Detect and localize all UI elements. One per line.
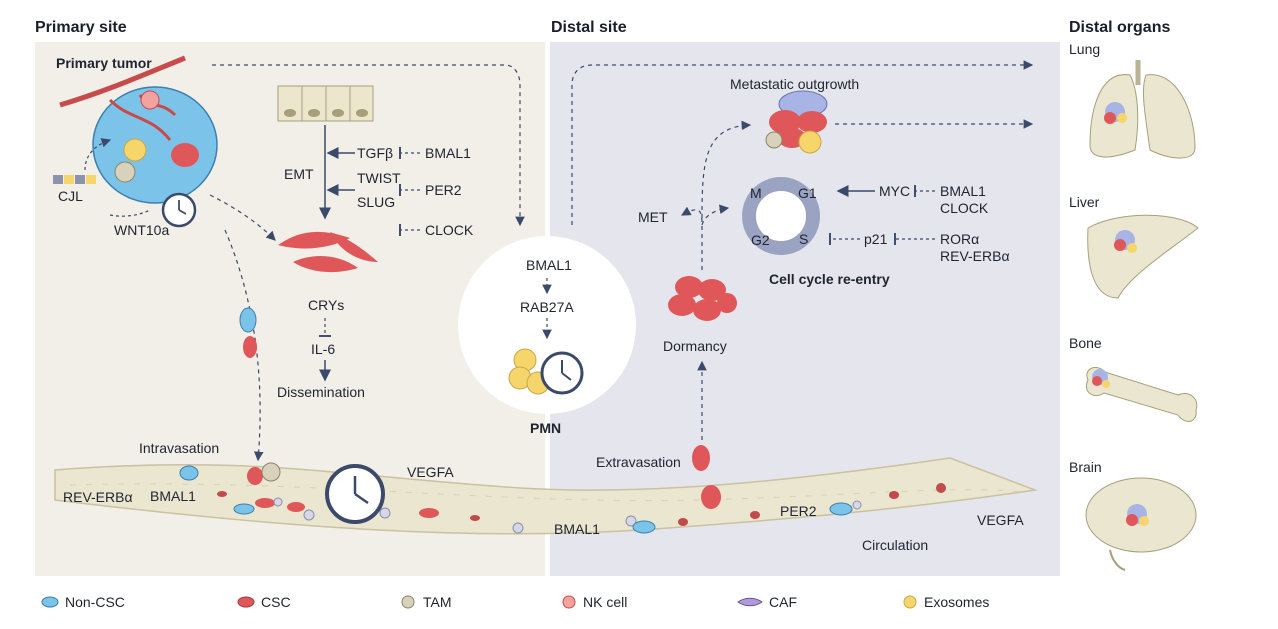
phase-m-label: M xyxy=(750,185,762,201)
distal-organs-header: Distal organs xyxy=(1069,19,1171,36)
clock-emt-label: CLOCK xyxy=(425,222,474,238)
legend-item-csc: CSC xyxy=(237,594,291,610)
tam-icon xyxy=(401,595,415,609)
cell-cycle-reentry-label: Cell cycle re-entry xyxy=(769,271,890,287)
emt-label: EMT xyxy=(284,166,314,182)
vessel-csc-icon xyxy=(419,508,439,518)
vessel-csc-icon xyxy=(247,467,263,485)
rev-erba-distal-label: REV-ERBα xyxy=(940,248,1010,264)
myc-label: MYC xyxy=(879,183,911,199)
vessel-clock-icon xyxy=(325,464,385,524)
brain-organ xyxy=(1085,477,1197,571)
blood-vessel xyxy=(54,457,1038,535)
rev-erba-primary-label: REV-ERBα xyxy=(63,489,133,505)
liver-label: Liver xyxy=(1069,194,1100,210)
primary-site-header: Primary site xyxy=(35,19,127,36)
crys-label: CRYs xyxy=(308,297,345,313)
brain-label: Brain xyxy=(1069,459,1102,475)
primary-tumor-illustration xyxy=(53,55,218,228)
bmal1-cycle-label: BMAL1 xyxy=(940,183,986,199)
vegfa-primary-label: VEGFA xyxy=(407,464,454,480)
legend-label: TAM xyxy=(423,594,452,610)
met-label: MET xyxy=(638,209,668,225)
rora-label: RORα xyxy=(940,231,980,247)
liver-organ xyxy=(1087,214,1199,299)
vessel-non-csc-icon xyxy=(632,520,656,534)
bmal1-vessel-primary-label: BMAL1 xyxy=(150,488,196,504)
wnt10a-label: WNT10a xyxy=(114,222,170,238)
vessel-csc-icon xyxy=(217,491,227,497)
phase-s-label: S xyxy=(799,231,809,247)
mesenchymal-cells xyxy=(278,231,378,273)
slug-label: SLUG xyxy=(357,194,396,210)
distal-site-header: Distal site xyxy=(551,19,627,36)
nk-cell-icon xyxy=(562,595,576,609)
vessel-non-csc-icon xyxy=(233,503,255,515)
circulation-label: Circulation xyxy=(862,537,929,553)
primary-tumor-label: Primary tumor xyxy=(56,55,152,71)
intravasation-label: Intravasation xyxy=(139,440,220,456)
per2-emt-label: PER2 xyxy=(425,182,462,198)
il6-label: IL-6 xyxy=(311,341,336,357)
clock-cycle-label: CLOCK xyxy=(940,200,989,216)
lung-organ xyxy=(1089,60,1196,159)
csc-icon xyxy=(237,596,255,608)
pmn-rab27a-label: RAB27A xyxy=(520,299,574,315)
caf-icon xyxy=(737,597,763,607)
legend-item-tam: TAM xyxy=(399,594,452,610)
tgfb-label: TGFβ xyxy=(357,145,394,161)
cjl-label: CJL xyxy=(58,188,83,204)
metastatic-outgrowth-cluster xyxy=(765,90,828,154)
pmn-label: PMN xyxy=(530,420,562,436)
metastatic-outgrowth-label: Metastatic outgrowth xyxy=(730,76,860,92)
dissemination-label: Dissemination xyxy=(277,384,365,400)
dormancy-label: Dormancy xyxy=(663,338,727,354)
pmn-clock-icon xyxy=(540,351,584,395)
legend-label: Exosomes xyxy=(924,594,990,610)
legend-item-exosomes: Exosomes xyxy=(902,594,989,610)
legend-item-caf: CAF xyxy=(737,594,797,610)
twist-label: TWIST xyxy=(357,170,401,186)
legend-label: CSC xyxy=(261,594,291,610)
non-csc-icon xyxy=(41,596,59,608)
legend-label: Non-CSC xyxy=(65,594,125,610)
vessel-cells xyxy=(179,462,946,534)
pmn-bmal1-label: BMAL1 xyxy=(526,257,572,273)
legend-label: NK cell xyxy=(583,594,628,610)
bone-label: Bone xyxy=(1069,335,1102,351)
vessel-csc-icon xyxy=(701,485,721,509)
nk-cell-icon xyxy=(140,90,160,110)
p21-label: p21 xyxy=(864,231,888,247)
exosome-icon xyxy=(903,595,917,609)
legend-item-non-csc: Non-CSC xyxy=(41,594,125,610)
bmal1-emt-label: BMAL1 xyxy=(425,145,471,161)
cell-cycle-ring xyxy=(742,177,820,255)
vessel-csc-icon xyxy=(470,515,480,521)
bmal1-vessel-distal-label: BMAL1 xyxy=(554,521,600,537)
vessel-csc-icon xyxy=(287,502,305,512)
dormancy-cluster xyxy=(668,276,737,321)
circulating-csc-icon xyxy=(243,336,257,358)
vegfa-distal-label: VEGFA xyxy=(977,512,1024,528)
vessel-non-csc-icon xyxy=(829,502,853,516)
per2-vessel-label: PER2 xyxy=(780,503,817,519)
phase-g2-label: G2 xyxy=(751,232,770,248)
bone-organ xyxy=(1086,367,1198,422)
circulating-non-csc-icon xyxy=(239,307,257,333)
vessel-tam-icon xyxy=(261,462,281,482)
legend-item-nk-cell: NK cell xyxy=(561,594,627,610)
vessel-non-csc-icon xyxy=(179,465,199,481)
vessel-csc-icon xyxy=(255,498,275,508)
lung-label: Lung xyxy=(1069,41,1101,57)
epithelium-illustration xyxy=(277,85,374,122)
legend-label: CAF xyxy=(769,594,797,610)
phase-g1-label: G1 xyxy=(798,185,817,201)
extravasating-csc-icon xyxy=(692,445,710,471)
extravasation-label: Extravasation xyxy=(596,454,681,470)
